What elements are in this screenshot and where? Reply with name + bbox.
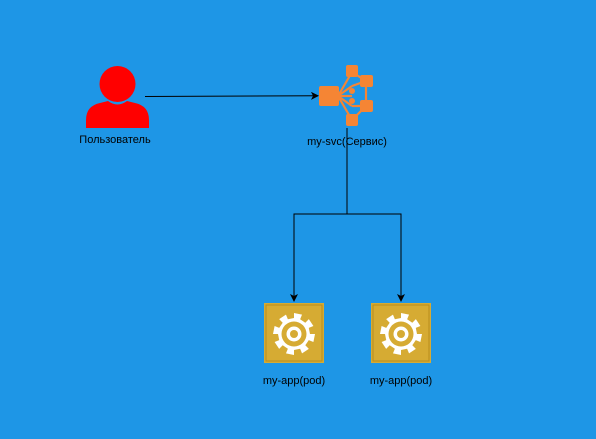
gear-icon[interactable] xyxy=(264,303,324,363)
edge-user-to-service xyxy=(144,91,319,100)
user-icon[interactable] xyxy=(86,66,149,128)
edge-service-to-pod-2 xyxy=(347,213,405,302)
pod-2-label: my-app(pod) xyxy=(369,375,433,387)
pod-1-label: my-app(pod) xyxy=(262,375,326,387)
service-label: my-svc(Сервис) xyxy=(307,136,387,148)
edge-service-to-pod-1 xyxy=(290,128,348,302)
gear-icon[interactable] xyxy=(371,303,431,363)
user-label: Пользователь xyxy=(79,134,151,146)
network-load-balancer-icon[interactable] xyxy=(319,65,373,126)
